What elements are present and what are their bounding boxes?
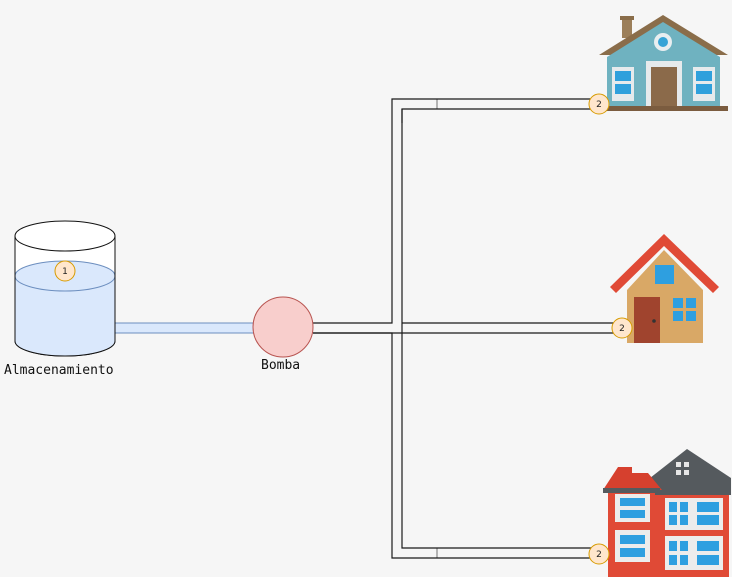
storage-label: Almacenamiento: [4, 363, 114, 378]
pump-label: Bomba: [261, 358, 301, 373]
marker-house-top: 2: [588, 93, 610, 115]
pipe-to-bottom-building: [313, 332, 597, 559]
marker-building-bottom-label: 2: [596, 550, 602, 560]
storage-tank[interactable]: [14, 220, 116, 357]
orange-house-icon: [610, 234, 719, 343]
marker-house-middle: 2: [611, 317, 633, 339]
blue-house-icon: [599, 15, 728, 111]
marker-tank: 1: [54, 260, 76, 282]
marker-building-bottom: 2: [588, 543, 610, 565]
marker-house-top-label: 2: [596, 100, 602, 110]
pipe-to-top-house: [313, 98, 597, 324]
distribution-pipes[interactable]: [313, 98, 620, 559]
pump[interactable]: [252, 296, 314, 358]
suction-pipe[interactable]: [114, 322, 256, 334]
red-apartment-building-icon: [603, 449, 731, 577]
marker-house-middle-label: 2: [619, 324, 625, 334]
pipe-to-top-house-inner: [313, 108, 597, 334]
marker-tank-label: 1: [62, 267, 68, 277]
